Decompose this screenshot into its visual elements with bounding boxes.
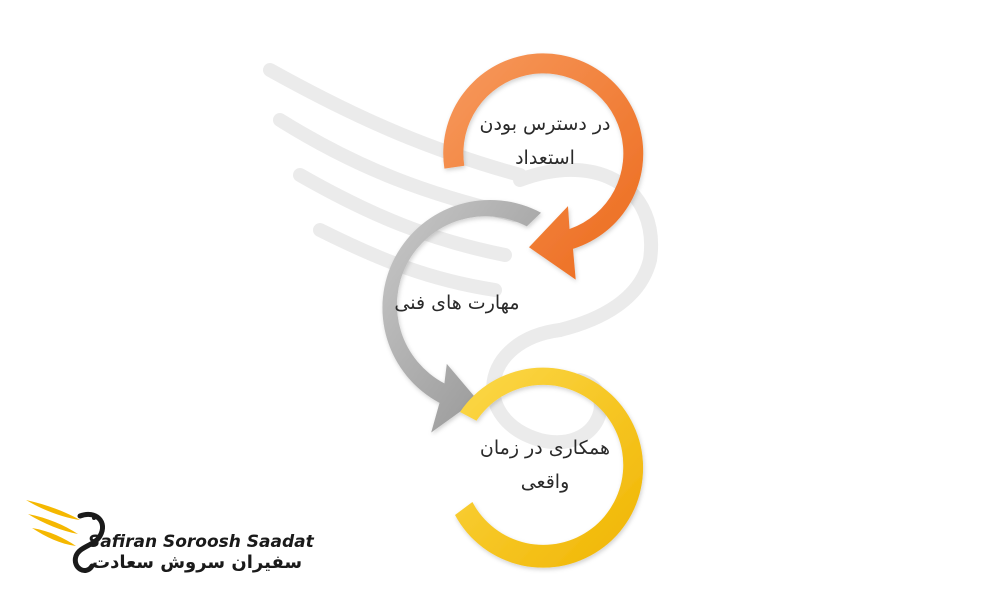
brand-logo: Safiran Soroosh Saadat سفیران سروش سعادت [22, 496, 314, 580]
winged-swan-logo-icon [26, 500, 105, 573]
step-label-text: در دسترس بودن استعداد [479, 113, 611, 169]
step-label-text: همکاری در زمان واقعی [479, 437, 611, 493]
swan-watermark-icon [263, 63, 659, 450]
step-label-text: مهارت های فنی [394, 292, 520, 314]
step-label-talent-availability: در دسترس بودن استعداد [470, 107, 620, 175]
gray-circular-arrow-icon [382, 199, 541, 433]
step-label-technical-skills: مهارت های فنی [382, 286, 532, 320]
brand-name-english: Safiran Soroosh Saadat [88, 532, 314, 552]
step-label-realtime-collaboration: همکاری در زمان واقعی [470, 431, 620, 499]
brand-name-persian: سفیران سروش سعادت [92, 552, 303, 573]
orange-circular-arrow-icon [443, 53, 644, 280]
